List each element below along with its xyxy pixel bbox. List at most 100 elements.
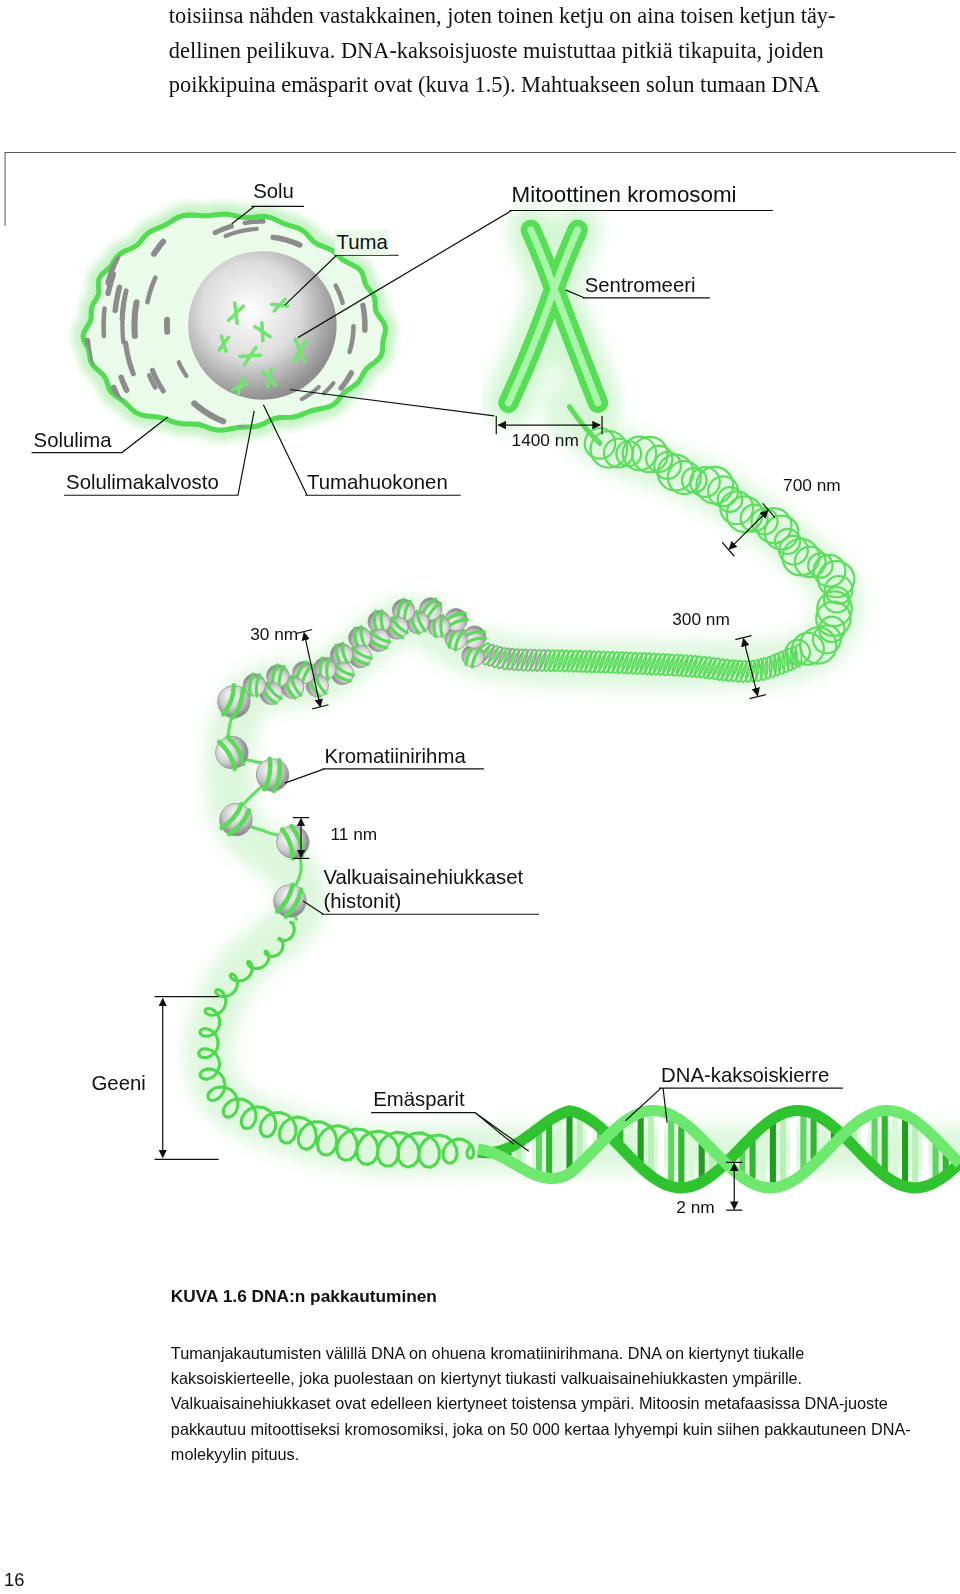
er-strand	[341, 373, 351, 388]
base-pair	[790, 1116, 796, 1176]
er-strand	[194, 403, 223, 421]
er-strand	[410, 230, 420, 248]
dna-wrap	[264, 759, 282, 792]
er-strand	[285, 440, 309, 447]
base-pair	[688, 1134, 694, 1181]
er-strand	[159, 445, 182, 462]
er-strand	[325, 160, 339, 166]
er-strand	[271, 507, 297, 510]
er-strand	[277, 164, 299, 167]
base-pair	[892, 1116, 898, 1177]
part-label: DNA-kaksoiskierre	[661, 1063, 829, 1087]
histone-bead	[268, 879, 312, 923]
double-helix	[478, 1111, 960, 1188]
part-label: Valkuaisainehiukkaset (histonit)	[323, 864, 567, 913]
er-strand	[258, 495, 279, 502]
chromatid	[263, 369, 275, 387]
base-pair	[882, 1116, 888, 1171]
er-strand	[342, 437, 361, 451]
er-strand	[226, 229, 257, 236]
er-strand	[225, 482, 237, 484]
er-strand	[374, 193, 398, 218]
er-strand	[347, 419, 359, 430]
er-strand	[114, 414, 124, 429]
glow-band	[478, 1093, 960, 1205]
histone-core	[213, 797, 259, 843]
er-strand	[273, 237, 300, 245]
dimension-label: 1400 nm	[512, 431, 579, 452]
figure-title: KUVA 1.6 DNA:n pakkautuminen	[171, 1286, 437, 1307]
small-chromosome	[219, 336, 228, 351]
part-label: Solu	[253, 179, 294, 203]
er-strand	[147, 278, 155, 303]
histone-bead	[254, 756, 292, 794]
histone-bead	[210, 730, 254, 774]
er-strand	[396, 215, 414, 241]
chromatid	[233, 379, 248, 394]
er-strand	[217, 441, 236, 447]
er-strand	[202, 435, 213, 440]
part-label: Sentromeeri	[585, 273, 696, 297]
dimension-label: 11 nm	[331, 825, 378, 846]
er-strand	[121, 377, 126, 390]
histone-core	[213, 681, 255, 723]
body-text: poikkipuina emäsparit ovat (kuva 1.5). M…	[169, 71, 820, 98]
chromatid	[229, 303, 244, 323]
base-pair	[902, 1120, 908, 1181]
chromatid	[255, 322, 270, 340]
er-strand	[336, 286, 343, 303]
er-strand	[378, 440, 392, 454]
er-strand	[163, 428, 178, 441]
base-pair	[749, 1141, 755, 1178]
page-number: 16	[4, 1570, 24, 1592]
er-strand	[215, 226, 231, 233]
dna-coil-line	[199, 922, 474, 1167]
glow-band	[208, 407, 960, 1152]
chromatin-loops	[569, 407, 854, 665]
small-chromosome	[233, 379, 248, 394]
er-strand	[339, 168, 356, 178]
dna-wrap	[222, 804, 251, 836]
er-strand	[100, 244, 108, 262]
er-strand	[324, 383, 334, 393]
mitotic-chromosome	[508, 230, 597, 403]
er-strand	[126, 343, 134, 374]
dimension-label: 300 nm	[672, 610, 730, 631]
leader-lines	[32, 206, 844, 1151]
base-pair	[536, 1133, 542, 1171]
chromatin-loop	[616, 441, 641, 466]
base-pair	[800, 1116, 806, 1168]
base-pair	[811, 1119, 817, 1159]
part-label: Tumahuokonen	[307, 470, 448, 494]
er-strand	[87, 340, 92, 371]
nucleus	[188, 251, 336, 399]
backbone-strand	[478, 1111, 960, 1188]
base-pair	[648, 1116, 654, 1171]
histone-bead	[213, 797, 259, 843]
histone-core	[210, 730, 254, 774]
part-label: Mitoottinen kromosomi	[512, 182, 737, 209]
er-strand	[154, 242, 163, 254]
base-pair	[638, 1118, 644, 1162]
base-pair	[872, 1118, 878, 1162]
histone-bead	[213, 681, 255, 723]
histone-bead	[272, 821, 314, 863]
er-strand	[115, 287, 119, 310]
dna-coil	[199, 922, 474, 1167]
nucleus-chromosomes	[219, 299, 307, 394]
backbone-strand	[478, 1111, 960, 1188]
small-chromosome	[240, 347, 260, 364]
small-chromosome	[229, 303, 244, 323]
histone-core	[272, 821, 314, 863]
dna-wrap	[249, 674, 260, 696]
part-label: Solulimakalvosto	[66, 470, 219, 494]
dimension-label: 2 nm	[676, 1198, 714, 1219]
chromatin-loop	[658, 455, 694, 491]
er-strand	[357, 383, 368, 400]
dna-wrap	[219, 736, 245, 769]
er-strand	[319, 153, 344, 163]
chromatid	[240, 347, 260, 364]
chromatid	[293, 339, 306, 362]
dna-wrap	[277, 885, 303, 918]
er-strand	[245, 221, 264, 223]
